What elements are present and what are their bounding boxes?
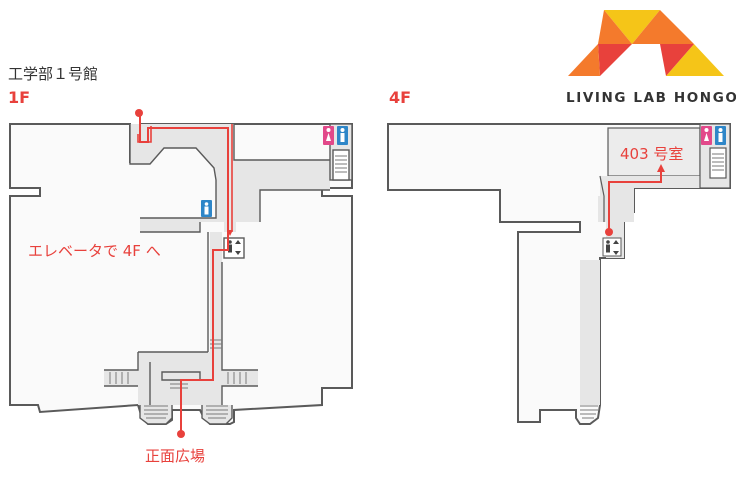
route-1f — [137, 113, 233, 432]
elevator-icon — [228, 240, 241, 255]
building-name: 工学部１号館 — [8, 65, 99, 83]
male-restroom-icon-4f — [715, 126, 726, 145]
elevator-marker-4f — [605, 228, 613, 236]
room-label: 403 号室 — [620, 145, 684, 163]
elevator-icon-4f — [602, 237, 622, 257]
route-4f — [608, 164, 665, 232]
elevator-instruction-label: エレベータで 4F へ — [28, 242, 161, 260]
living-lab-logo — [568, 10, 724, 76]
female-restroom-icon-4f — [701, 126, 712, 145]
floor-label-1f: 1F — [8, 88, 31, 107]
start-marker-entrance — [177, 430, 185, 438]
brand-name: LIVING LAB HONGO — [566, 90, 736, 106]
start-marker-top — [135, 109, 143, 117]
floor-label-4f: 4F — [389, 88, 412, 107]
floor-plan-4f — [387, 123, 731, 425]
entrance-label: 正面広場 — [145, 447, 206, 465]
male-restroom-icon — [337, 126, 348, 145]
floor-plan-1f — [9, 109, 353, 438]
restroom-icon-1f — [201, 200, 212, 217]
female-restroom-icon — [323, 126, 334, 145]
